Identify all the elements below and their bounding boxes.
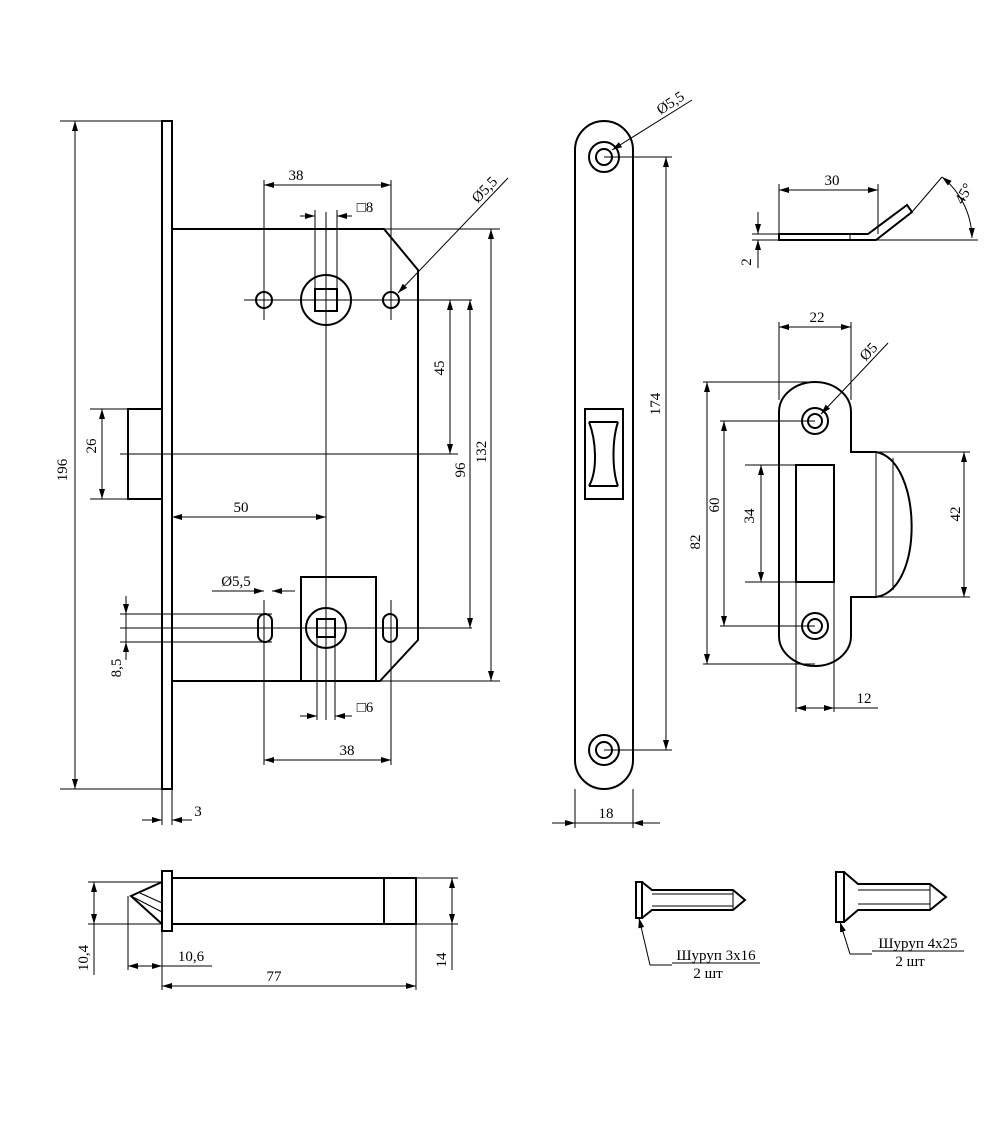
dim-lock-height: 196 [55,458,71,481]
dim-plate-length: 30 [825,173,840,189]
dim-hole-spacing-bottom: 38 [340,743,355,759]
dim-latch-width: 14 [434,952,450,968]
dim-strike-overall: 82 [688,535,704,550]
dim-faceplate-hole-dia: Ø5,5 [654,89,688,119]
dim-strike-hole-offset: 22 [810,310,825,326]
screw-4x25-name: Шуруп 4х25 [878,936,957,952]
dim-hole-dia-bottom: Ø5,5 [221,574,251,590]
dim-hole-spacing-top: 38 [289,168,304,184]
screw-3x16-head [635,881,643,919]
dim-distance-45: 45 [432,361,448,376]
dim-latch-length: 77 [267,969,283,985]
latch-head-plate [161,870,173,932]
dim-strike-width: 12 [857,691,872,707]
dim-plate-thickness: 2 [739,258,755,266]
screw-4x25: Шуруп 4х25 2 шт [835,871,964,970]
latch-tip [129,881,163,925]
faceplate-view: Ø5,5 174 18 [552,89,693,828]
dim-faceplate-hole-spacing: 174 [648,392,664,415]
strike-plate [778,381,913,667]
dim-latch-height: 26 [84,438,100,454]
strike-window [795,464,835,583]
screw-3x16-qty: 2 шт [693,966,723,982]
dim-latch-tip: 10,4 [76,944,92,971]
faceplate-strip [574,120,634,790]
screw-4x25-qty: 2 шт [895,954,925,970]
lock-faceplate [161,120,173,790]
dim-square-top: □8 [357,200,374,216]
dim-distance-132: 132 [474,441,490,464]
dim-faceplate-width: 18 [599,806,614,822]
screw-3x16: Шуруп 3х16 2 шт [635,881,760,982]
strike-plate-view: 22 Ø5 82 60 34 42 12 [688,310,970,712]
dim-strike-hole-spacing: 60 [707,498,723,513]
bent-plate [778,203,914,241]
faceplate-latch-opening [584,408,624,500]
dim-backset-50: 50 [234,500,249,516]
dim-faceplate-thickness: 3 [194,804,202,820]
bent-plate-view: 30 45° 2 [739,173,978,268]
dim-plate-angle: 45° [952,181,976,207]
dim-latch-head: 10,6 [178,949,205,965]
bolt-housing [300,576,377,681]
dim-distance-96: 96 [453,462,469,478]
screw-3x16-name: Шуруп 3х16 [676,948,756,964]
lock-case [172,228,419,682]
dim-square-bottom: □6 [357,700,374,716]
dim-strike-hole-dia: Ø5 [857,340,881,364]
latch-bolt-view: 10,4 10,6 77 14 [76,870,458,990]
latch-body [171,877,417,925]
dim-strike-lip: 42 [948,507,964,522]
dim-slot-spacing: 8,5 [109,659,125,678]
screw-4x25-head [835,871,845,923]
lock-body-view: 196 26 38 □8 Ø5,5 45 96 132 50 Ø5,5 8,5 [55,120,509,825]
dim-strike-window: 34 [742,508,758,524]
